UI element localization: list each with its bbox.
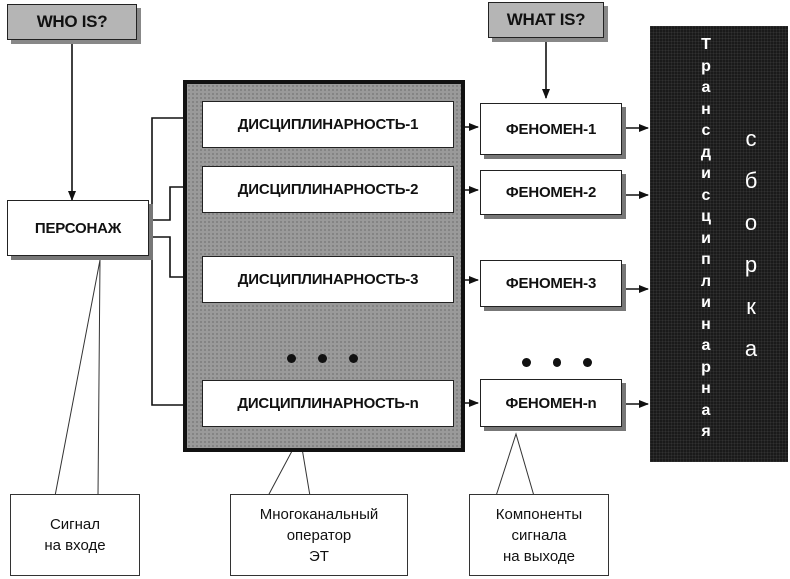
- what-is-tag: WHAT IS?: [488, 2, 604, 38]
- assembly-letter: б: [744, 168, 758, 193]
- ellipsis-dots-phenomena: [522, 354, 593, 370]
- assembly-letter: и: [701, 165, 711, 182]
- assembly-letter: л: [700, 272, 712, 290]
- ellipsis-dot: [348, 353, 358, 363]
- assembly-letter: я: [701, 423, 711, 440]
- assembly-letter: р: [701, 358, 711, 376]
- assembly-letter: д: [700, 143, 712, 161]
- assembly-letter: о: [744, 210, 758, 235]
- phenomenon-label: ФЕНОМЕН-2: [505, 184, 597, 201]
- discipline-box-3: ДИСЦИПЛИНАРНОСТЬ-3: [202, 256, 454, 303]
- discipline-box-1: ДИСЦИПЛИНАРНОСТЬ-1: [202, 101, 454, 148]
- ellipsis-dot: [583, 357, 593, 367]
- assembly-letter: а: [701, 79, 711, 96]
- arrow-to-discipline-n: [148, 243, 201, 409]
- phenomenon-box-2: ФЕНОМЕН-2: [480, 170, 622, 215]
- discipline-box-n: ДИСЦИПЛИНАРНОСТЬ-n: [202, 380, 454, 427]
- ellipsis-dots-operator: [282, 350, 362, 366]
- discipline-label: ДИСЦИПЛИНАРНОСТЬ-1: [237, 116, 419, 133]
- assembly-letter: а: [744, 336, 758, 361]
- character-box: ПЕРСОНАЖ: [7, 200, 149, 256]
- callout-input-signal-text: Сигнал на входе: [44, 516, 106, 554]
- callout-operator: Многоканальный оператор ЭТ: [230, 494, 408, 576]
- what-is-label: WHAT IS?: [506, 10, 586, 29]
- assembly-letter: ц: [701, 208, 711, 225]
- assembly-letter: а: [701, 337, 711, 354]
- phenomenon-label: ФЕНОМЕН-1: [505, 120, 597, 138]
- assembly-letter: с: [701, 186, 711, 204]
- discipline-label: ДИСЦИПЛИНАРНОСТЬ-n: [237, 395, 419, 412]
- ellipsis-dot: [522, 357, 531, 367]
- callout-output-components-text: Компоненты сигнала на выходе: [495, 505, 583, 565]
- assembly-letter: Т: [701, 36, 711, 53]
- ellipsis-dot: [317, 353, 327, 363]
- callout-pointer-output: [495, 432, 535, 497]
- assembly-letter: с: [701, 122, 711, 139]
- assembly-letter: н: [701, 315, 711, 333]
- assembly-letter: р: [744, 252, 758, 277]
- character-label: ПЕРСОНАЖ: [34, 219, 122, 237]
- phenomenon-label: ФЕНОМЕН-n: [505, 394, 597, 412]
- assembly-letter: а: [701, 401, 711, 419]
- discipline-box-2: ДИСЦИПЛИНАРНОСТЬ-2: [202, 166, 454, 213]
- phenomenon-box-1: ФЕНОМЕН-1: [480, 103, 622, 155]
- assembly-letter: к: [746, 294, 756, 319]
- assembly-letter: н: [701, 380, 711, 397]
- assembly-letter: и: [701, 294, 711, 311]
- who-is-label: WHO IS?: [36, 12, 108, 31]
- callout-operator-text: Многоканальный оператор ЭТ: [259, 505, 379, 565]
- who-is-tag: WHO IS?: [7, 4, 137, 40]
- callout-pointer-input: [54, 259, 101, 497]
- ellipsis-dot: [286, 353, 296, 363]
- discipline-label: ДИСЦИПЛИНАРНОСТЬ-3: [237, 271, 419, 288]
- callout-input-signal: Сигнал на входе: [10, 494, 140, 576]
- assembly-letter: п: [701, 251, 711, 268]
- ellipsis-dot: [552, 357, 562, 367]
- phenomenon-box-n: ФЕНОМЕН-n: [480, 379, 622, 427]
- arrow-to-discipline-1: [148, 114, 201, 213]
- phenomenon-box-3: ФЕНОМЕН-3: [480, 260, 622, 307]
- assembly-letter: и: [701, 229, 711, 247]
- callout-output-components: Компоненты сигнала на выходе: [469, 494, 609, 576]
- discipline-label: ДИСЦИПЛИНАРНОСТЬ-2: [237, 181, 419, 198]
- assembly-letter: н: [701, 100, 711, 118]
- phenomenon-label: ФЕНОМЕН-3: [505, 275, 597, 292]
- assembly-letter: р: [701, 57, 711, 75]
- assembly-letter: с: [745, 126, 757, 151]
